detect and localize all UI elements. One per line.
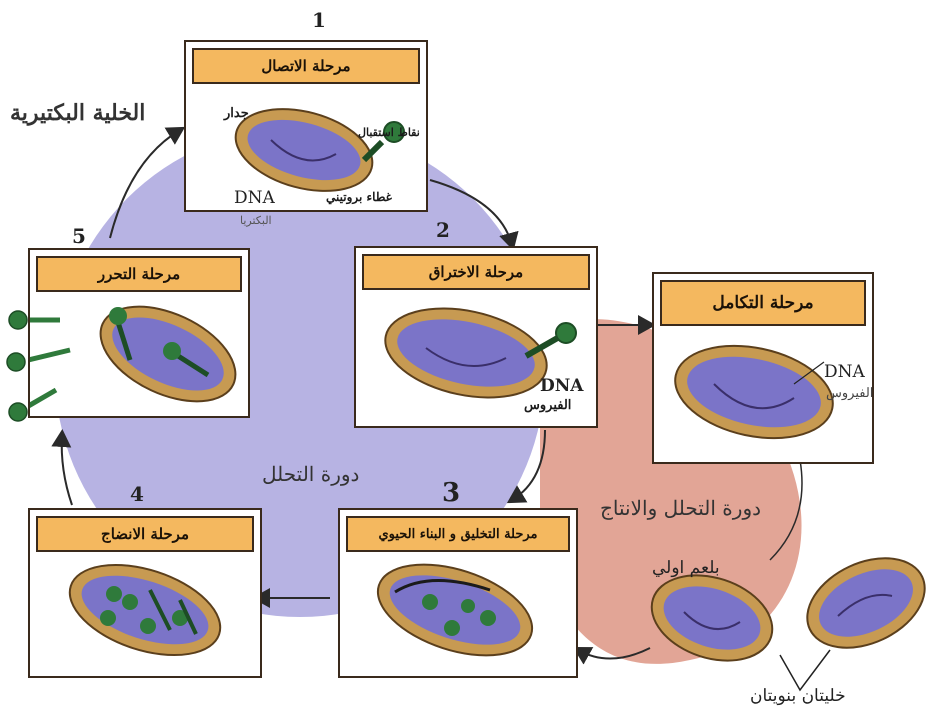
bacterial-dna-label: DNA bbox=[234, 188, 275, 208]
stage-number-5: 5 bbox=[72, 224, 86, 248]
cell-wall-label: جدار bbox=[224, 106, 249, 121]
stage-number-2: 2 bbox=[436, 218, 450, 242]
daughter-cells-pointer bbox=[780, 650, 830, 690]
stage-number-4: 4 bbox=[130, 482, 144, 506]
maturation-cell-illustration bbox=[30, 510, 264, 680]
daughter-cell-right bbox=[793, 541, 926, 666]
daughter-cells-label: خليتان بنويتان bbox=[750, 686, 846, 706]
stage-number-3: 3 bbox=[442, 478, 460, 508]
release-cell-illustration bbox=[30, 250, 252, 420]
stage-biosynthesis-panel: مرحلة التخليق و البناء الحيوي bbox=[338, 508, 578, 678]
stage-maturation-panel: مرحلة الانضاج bbox=[28, 508, 262, 678]
receptor-label: نقاط استقبال bbox=[358, 126, 420, 139]
stage-number-1: 1 bbox=[312, 8, 326, 32]
prophage-label: بلعم اولي bbox=[652, 558, 720, 578]
viral-dna-sublabel: الفيروس bbox=[524, 398, 571, 413]
released-phages bbox=[0, 300, 40, 430]
lysogenic-cycle-label: دورة التحلل والانتاج bbox=[600, 496, 761, 520]
lytic-cycle-label: دورة التحلل bbox=[262, 462, 359, 486]
viral-dna-label: DNA bbox=[540, 376, 583, 396]
integrated-dna-sublabel: الفيروس bbox=[826, 386, 873, 401]
integrated-dna-label: DNA bbox=[824, 362, 865, 382]
biosynthesis-cell-illustration bbox=[340, 510, 580, 680]
stage-release-panel: مرحلة التحرر bbox=[28, 248, 250, 418]
diagram-title: الخلية البكتيرية bbox=[10, 100, 145, 126]
protein-coat-label: غطاء بروتيني bbox=[326, 190, 392, 204]
bacterial-dna-sublabel: البكتريا bbox=[240, 214, 272, 227]
